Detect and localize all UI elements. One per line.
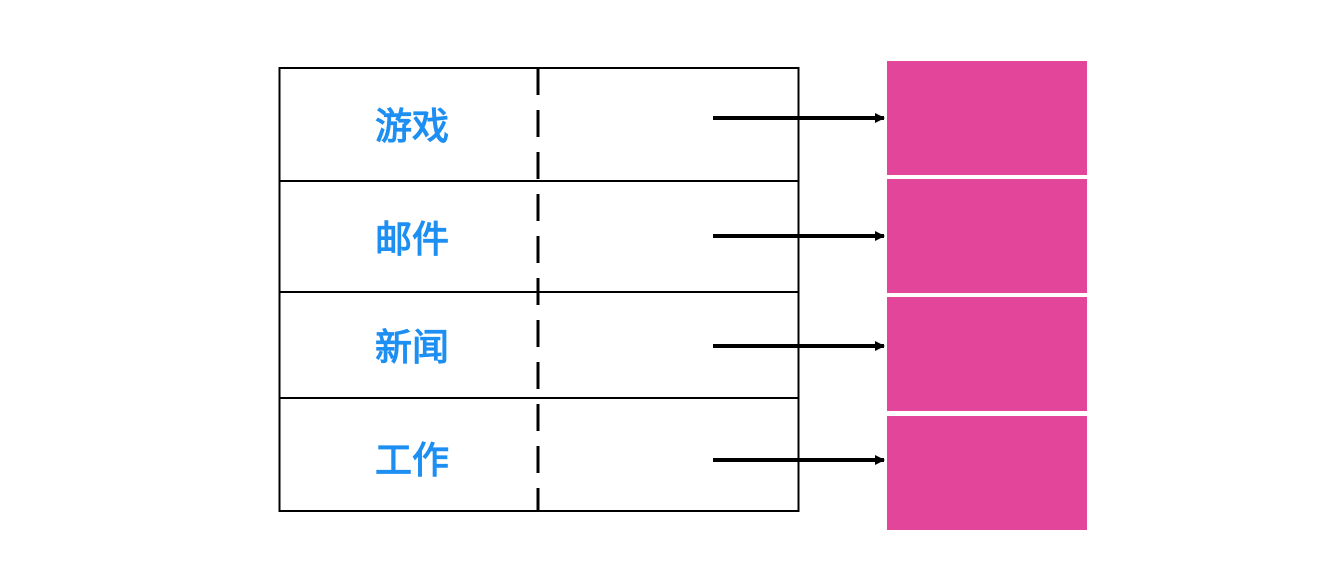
target-block bbox=[887, 179, 1087, 293]
row-label-news: 新闻 bbox=[375, 326, 449, 369]
row-label-work: 工作 bbox=[375, 439, 449, 482]
row-label-mail: 邮件 bbox=[375, 218, 449, 261]
target-block bbox=[887, 61, 1087, 175]
row-label-games: 游戏 bbox=[375, 105, 449, 148]
target-block bbox=[887, 416, 1087, 530]
target-block bbox=[887, 297, 1087, 411]
